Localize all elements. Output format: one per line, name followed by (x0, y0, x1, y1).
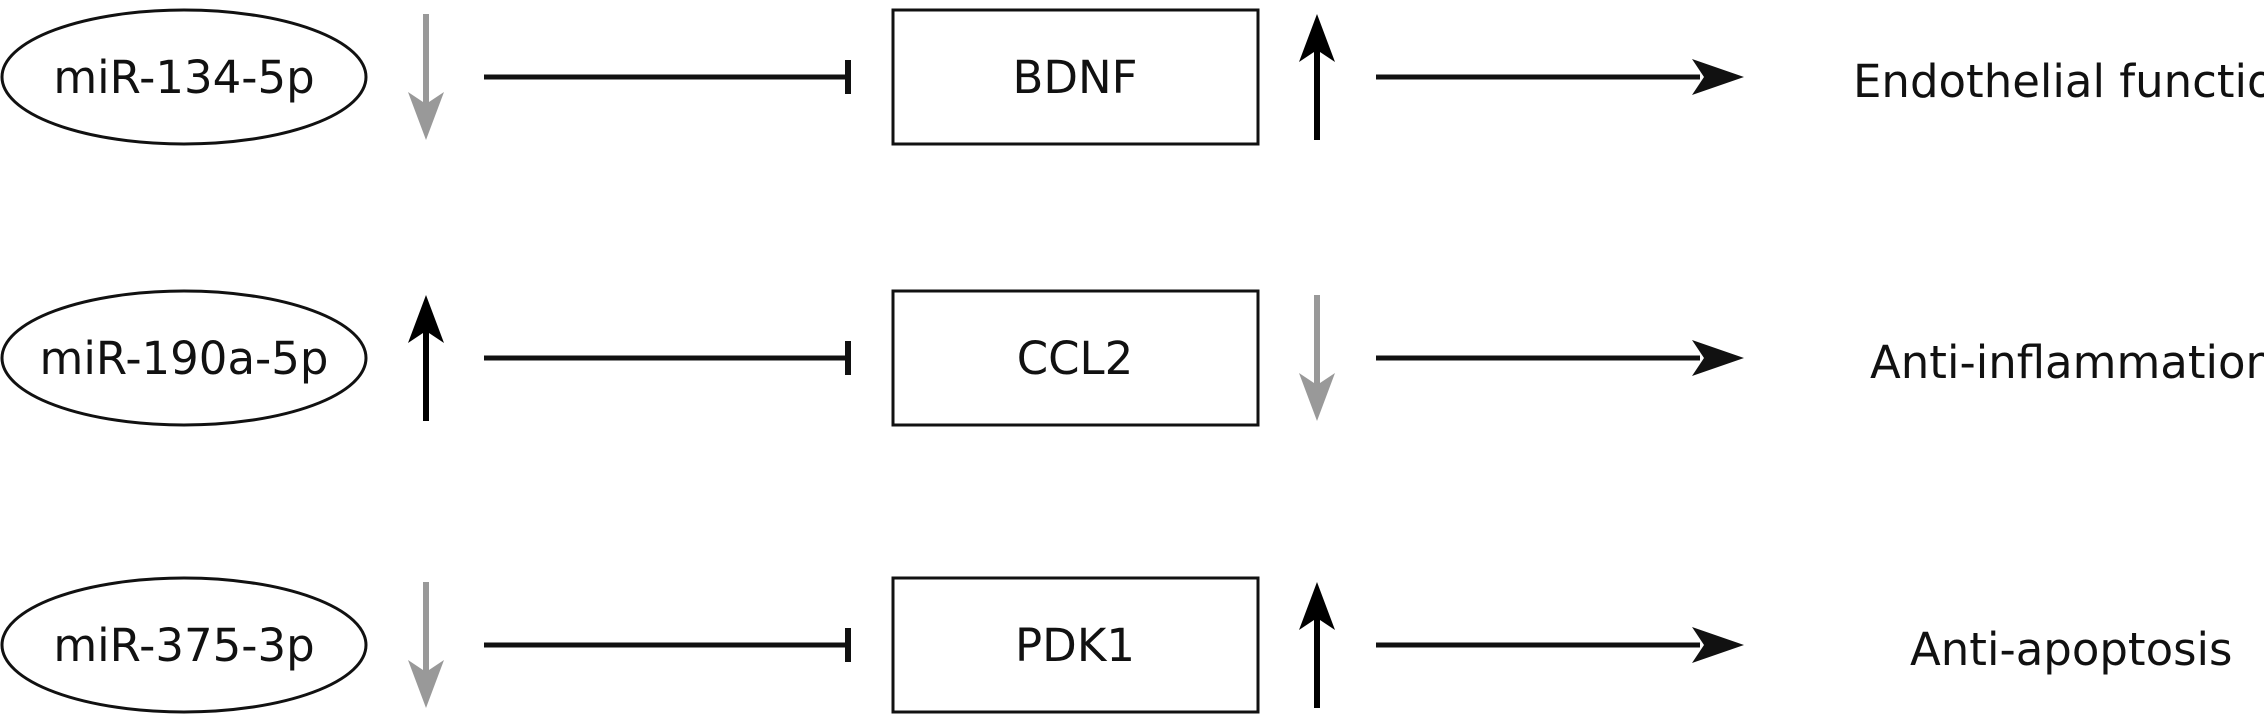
activation-edge-3 (1376, 627, 1744, 663)
inhibition-edge-1 (484, 60, 851, 94)
gene-label-2: CCL2 (1017, 332, 1134, 385)
mirna-label-3: miR-375-3p (53, 619, 314, 672)
mirna-node-1 (0, 8, 368, 146)
gene-label-3: PDK1 (1015, 619, 1135, 672)
outcome-label-3: Anti-apoptosis (1910, 623, 2233, 676)
gene-node-2 (891, 289, 1260, 427)
gene-change-arrow-3 (1299, 582, 1335, 708)
gene-change-arrow-2 (1299, 295, 1335, 421)
outcome-label-2: Anti-inflammation (1870, 336, 2264, 389)
gene-node-1 (891, 8, 1260, 146)
gene-node-3 (891, 576, 1260, 714)
mirna-change-arrow-1 (408, 14, 444, 140)
mirna-change-arrow-2 (408, 295, 444, 421)
pathway-row-2: miR-190a-5p CCL2 Anti-inflammation (0, 289, 2264, 427)
mirna-label-1: miR-134-5p (53, 51, 314, 104)
outcome-label-1: Endothelial function (1853, 55, 2264, 108)
gene-label-1: BDNF (1012, 51, 1137, 104)
inhibition-edge-3 (484, 628, 851, 662)
mirna-change-arrow-3 (408, 582, 444, 708)
activation-edge-1 (1376, 59, 1744, 95)
pathway-row-1: miR-134-5p BDNF Endothelial function (0, 8, 2264, 146)
gene-change-arrow-1 (1299, 14, 1335, 140)
mirna-label-2: miR-190a-5p (40, 332, 329, 385)
inhibition-edge-2 (484, 341, 851, 375)
pathway-row-3: miR-375-3p PDK1 Anti-apoptosis (0, 576, 2233, 714)
mirna-node-2 (0, 289, 368, 427)
mirna-node-3 (0, 576, 368, 714)
activation-edge-2 (1376, 340, 1744, 376)
